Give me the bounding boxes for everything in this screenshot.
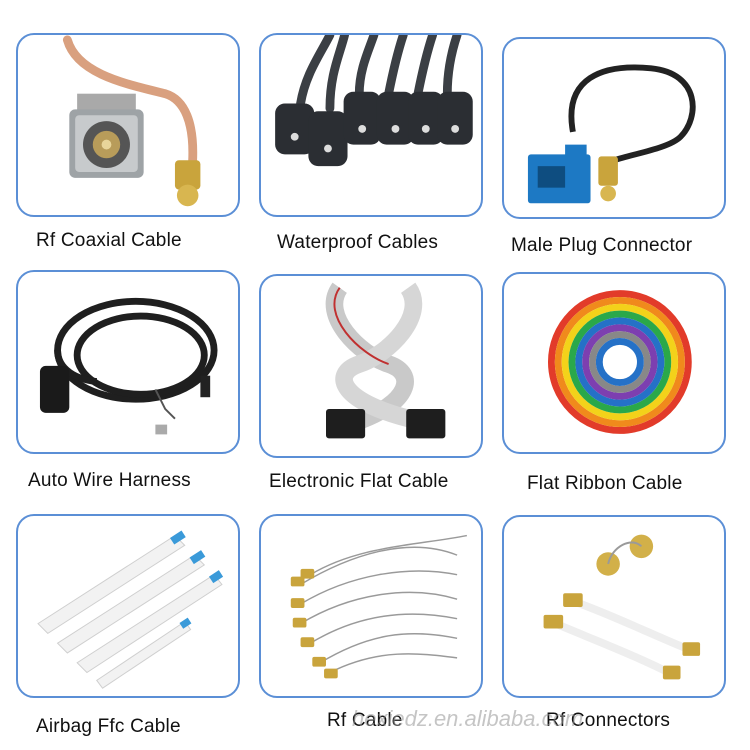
caption-waterproof-cables: Waterproof Cables [277, 232, 439, 253]
product-card-rf-connectors[interactable] [502, 515, 726, 698]
product-card-electronic-flat-cable[interactable] [259, 274, 483, 458]
caption-rf-connectors: Rf Connectors [546, 710, 671, 731]
product-card-flat-ribbon-cable[interactable] [502, 272, 726, 454]
product-card-airbag-ffc-cable[interactable] [16, 514, 240, 698]
airbag-ffc-cable-icon [37, 530, 224, 689]
rf-coaxial-cable-icon [62, 35, 201, 207]
male-plug-connector-icon [527, 64, 696, 204]
product-card-auto-wire-harness[interactable] [16, 270, 240, 454]
auto-wire-harness-icon [39, 297, 218, 435]
caption-auto-wire-harness: Auto Wire Harness [28, 470, 191, 491]
caption-electronic-flat-cable: Electronic Flat Cable [269, 471, 449, 492]
rf-connectors-icon [543, 534, 701, 680]
caption-airbag-ffc-cable: Airbag Ffc Cable [36, 716, 181, 737]
caption-rf-coaxial-cable: Rf Coaxial Cable [36, 230, 182, 251]
electronic-flat-cable-icon [325, 282, 446, 439]
caption-rf-cable: Rf Cable [327, 710, 403, 731]
flat-ribbon-cable-icon [547, 290, 692, 434]
rf-cable-icon [290, 534, 468, 679]
product-card-rf-coaxial-cable[interactable] [16, 33, 240, 217]
product-card-male-plug-connector[interactable] [502, 37, 726, 219]
caption-male-plug-connector: Male Plug Connector [511, 235, 693, 256]
waterproof-cables-icon [275, 35, 473, 167]
watermark: hexiedz.en.alibaba.com [352, 706, 584, 731]
product-card-waterproof-cables[interactable] [259, 33, 483, 217]
product-card-rf-cable[interactable] [259, 514, 483, 698]
caption-flat-ribbon-cable: Flat Ribbon Cable [527, 473, 683, 494]
